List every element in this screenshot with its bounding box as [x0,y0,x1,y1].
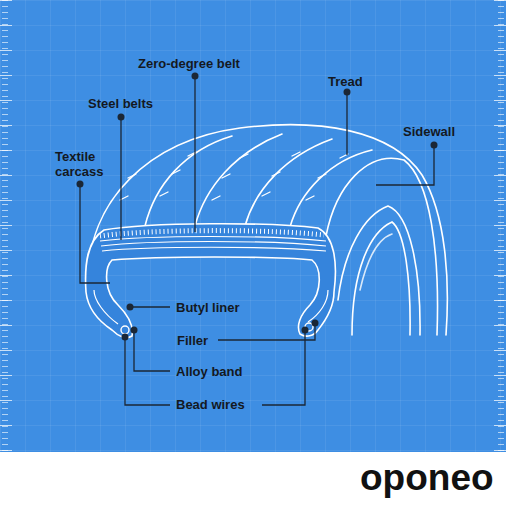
ruler-ticks [494,0,506,452]
leader-line [134,330,170,371]
blueprint-grid [0,0,506,452]
leader-line [130,306,170,307]
leader-dot [344,89,351,96]
ruler-ticks [0,0,12,452]
leader-dot [131,327,138,334]
leader-line [346,92,347,155]
tread-groove [195,134,282,226]
rim-opening [352,222,410,335]
brand-logo: oponeo [360,458,494,498]
leader-dot [77,181,84,188]
leader-line [262,330,305,405]
part-label: Butyl liner [176,300,240,315]
leader-line [120,117,121,240]
blueprint-background [0,0,506,452]
leader-line [125,336,170,405]
zero-degree-belt-hatch [100,231,324,236]
leader-line [376,145,434,185]
ruler-ticks [2,0,8,452]
ruler-ticks [498,0,504,452]
leader-dot [127,304,134,311]
part-label: Textile carcass [55,149,115,179]
part-label: Filler [177,333,208,348]
part-label: Bead wires [176,397,245,412]
part-label: Zero-degree belt [138,56,240,71]
carcass-line [94,290,118,324]
steel-belt-line [100,237,326,242]
tread-groove [290,150,372,227]
leader-dot [431,142,438,149]
part-label: Steel belts [88,96,153,111]
part-label: Alloy band [176,364,242,379]
leader-line [80,184,110,283]
part-label: Tread [328,74,363,89]
bead-wire-symbol [121,326,129,334]
leader-dot [302,327,309,334]
leader-dot [312,320,319,327]
tire-cross-section [86,224,336,338]
leader-dot [192,73,199,80]
sidewall-line [338,206,420,335]
leader-dot [122,334,129,341]
carcass-line [308,290,328,322]
tread-groove [145,136,232,226]
sidewall-line [360,234,392,290]
leader-line [218,324,315,340]
leader-dot [118,114,125,121]
part-label: Sidewall [403,124,455,139]
carcass-line [102,247,326,251]
steel-belt-line [101,242,326,247]
leader-line [194,76,195,232]
tread-sipes [120,152,348,200]
tread-groove [245,139,332,226]
